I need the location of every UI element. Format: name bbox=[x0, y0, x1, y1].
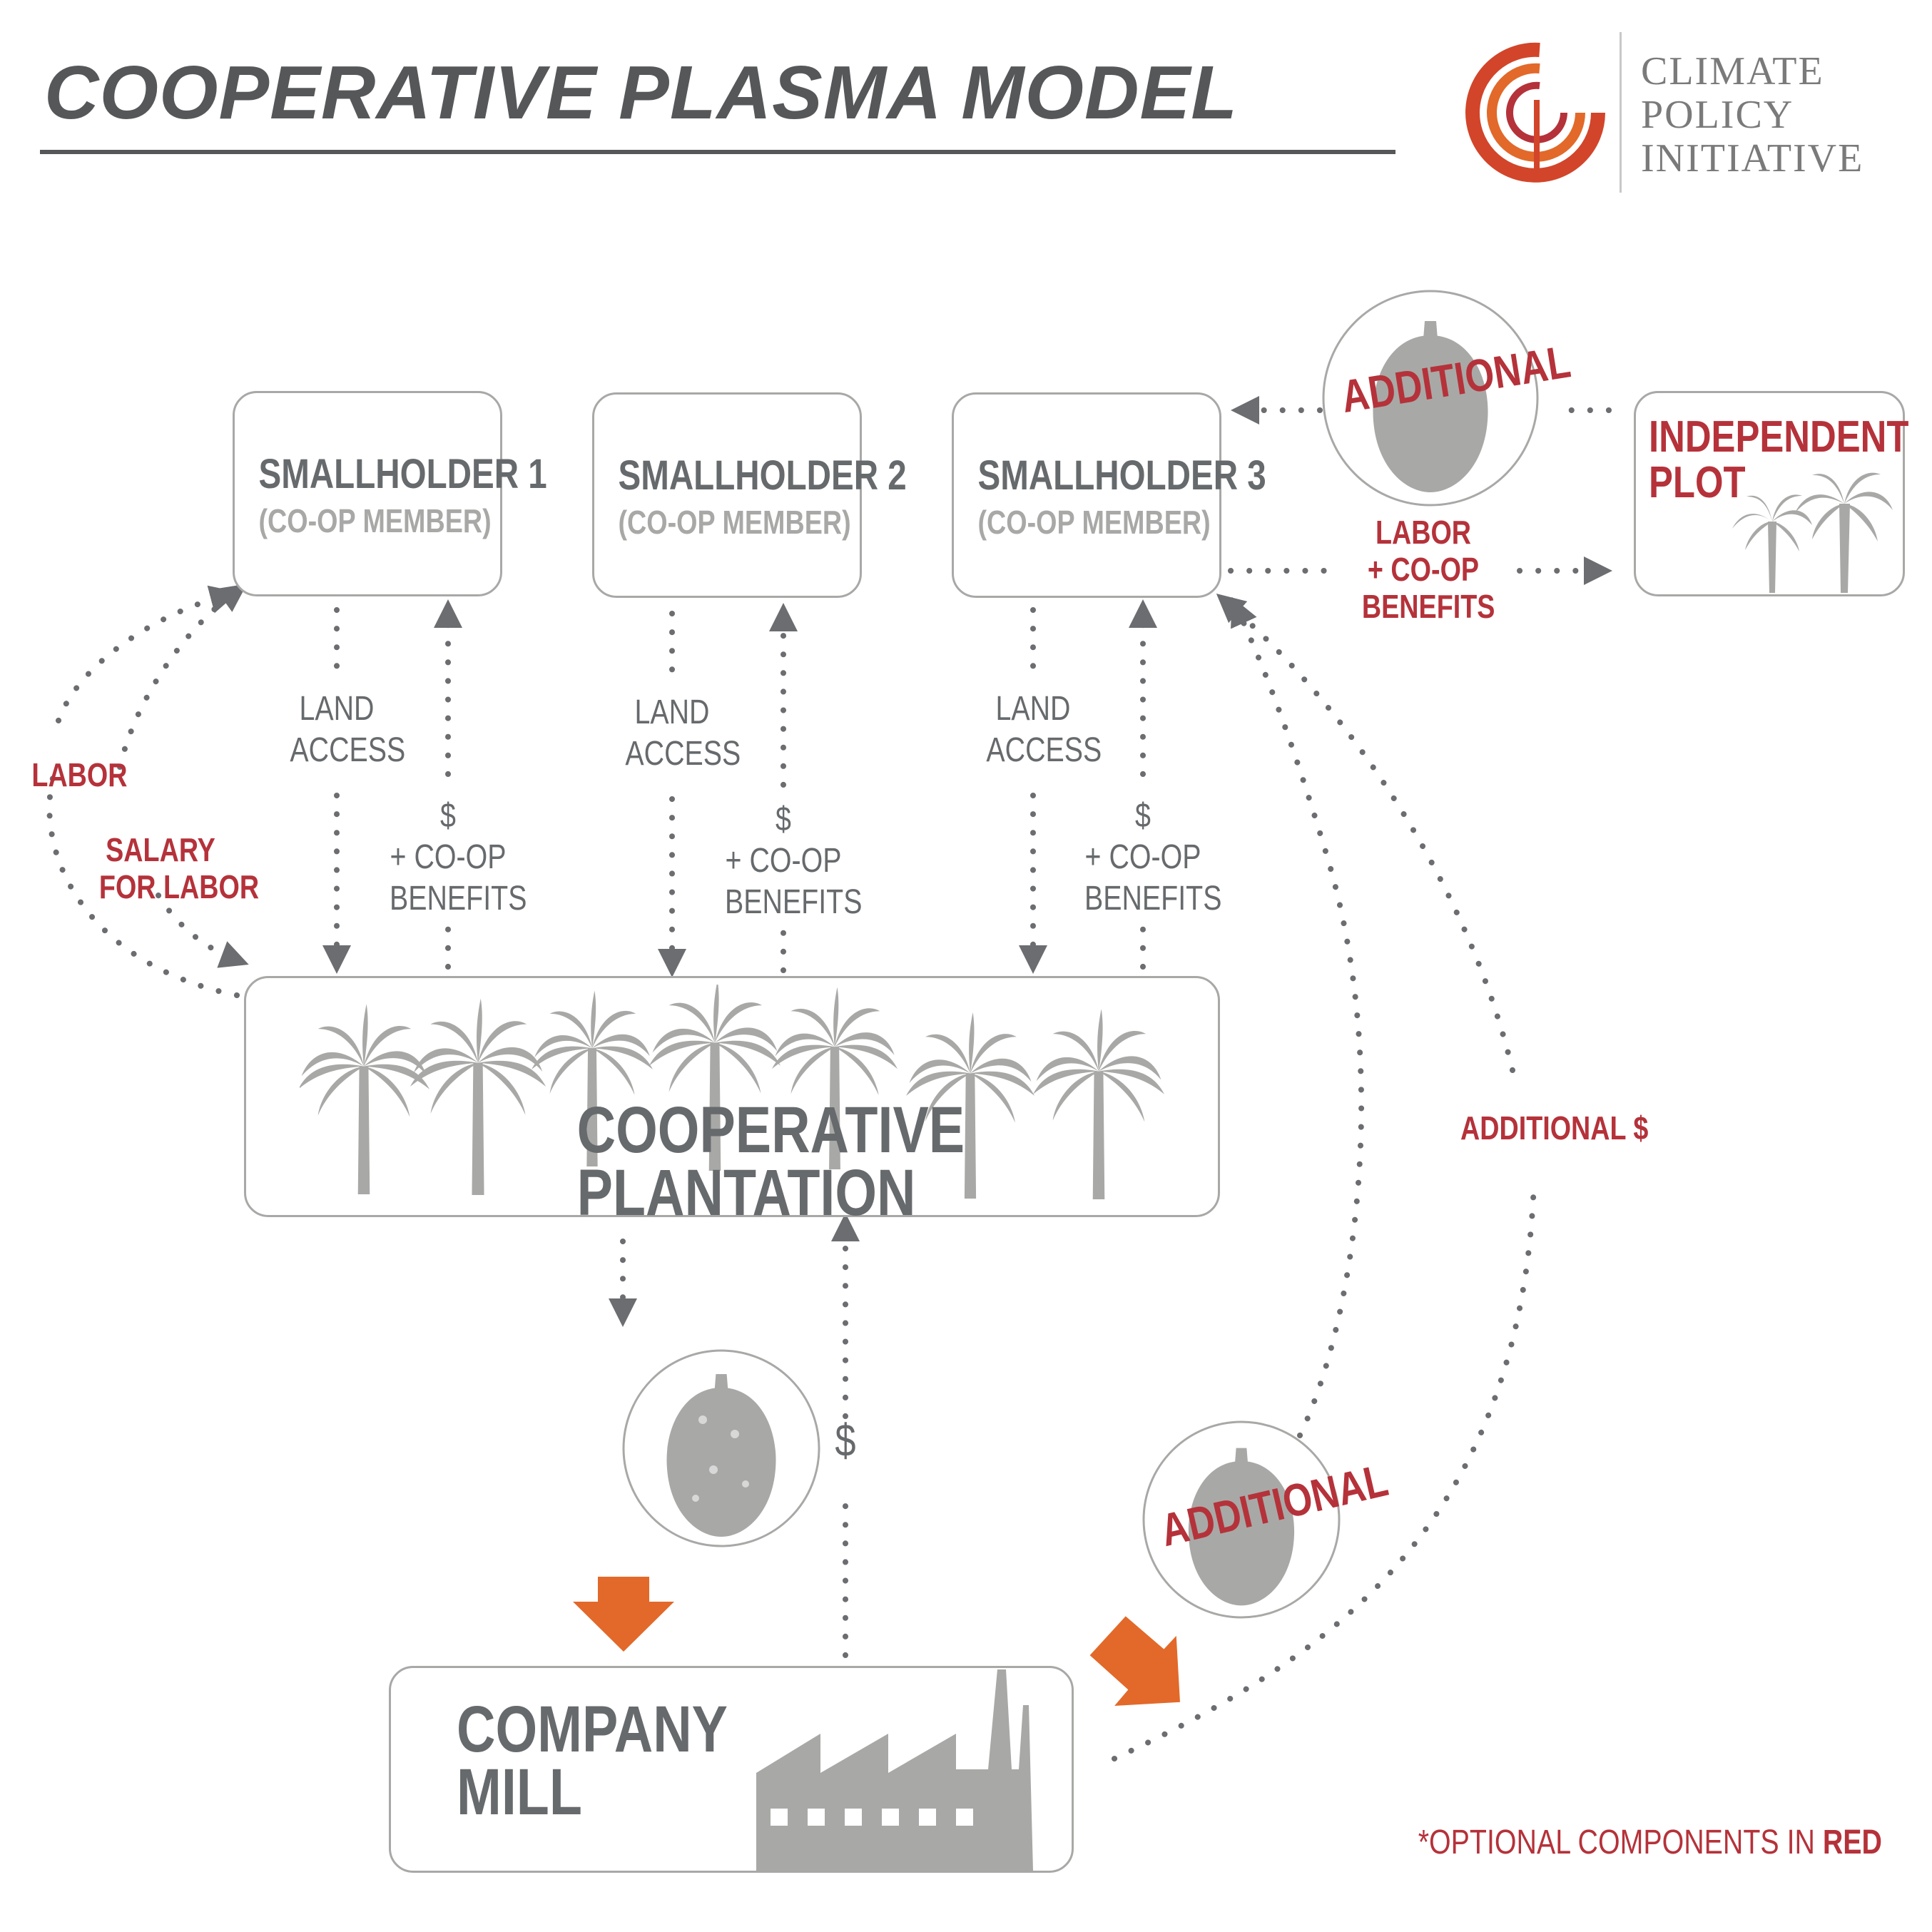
salary-curve-bottom bbox=[156, 893, 249, 968]
footnote-emphasis: RED bbox=[1822, 1824, 1882, 1861]
page-title: COOPERATIVE PLASMA MODEL bbox=[44, 51, 1238, 135]
benefits-label-2-dollar: $ bbox=[776, 800, 791, 838]
independent-plot-line-1: INDEPENDENT bbox=[1649, 412, 1909, 462]
company-mill-label: COMPANY MILL bbox=[457, 1693, 728, 1829]
labor-benefits-line-1: LABOR bbox=[1375, 514, 1472, 551]
labor-benefits-line-2: + CO-OP bbox=[1367, 551, 1480, 588]
benefits-label-2: $ + CO-OP BENEFITS bbox=[725, 799, 863, 923]
additional-to-mill-orange-arrow bbox=[1089, 1616, 1180, 1707]
land-access-label-2-line-1: LAND bbox=[634, 693, 710, 731]
benefits-label-2-line-1: + CO-OP bbox=[725, 842, 842, 880]
independent-plot-box: INDEPENDENT PLOT bbox=[1634, 391, 1908, 596]
land-access-label-3-line-1: LAND bbox=[995, 690, 1071, 728]
smallholder-1-role: (CO-OP MEMBER) bbox=[258, 502, 492, 539]
mill-line-2: MILL bbox=[457, 1756, 582, 1829]
salary-label-line-1: SALARY bbox=[106, 831, 215, 868]
labor-benefits-line-3: BENEFITS bbox=[1361, 588, 1495, 625]
benefits-label-3-line-2: BENEFITS bbox=[1084, 880, 1222, 917]
mill-line-1: COMPANY bbox=[457, 1693, 728, 1766]
benefits-label-3: $ + CO-OP BENEFITS bbox=[1084, 795, 1222, 920]
fruit-to-mill-orange-arrow bbox=[573, 1577, 674, 1652]
logo-divider bbox=[1620, 32, 1622, 193]
palm-trees-icon bbox=[1732, 472, 1893, 593]
land-access-label-1-line-1: LAND bbox=[299, 690, 375, 728]
labor-label: LABOR bbox=[31, 756, 128, 793]
title-underline bbox=[40, 150, 1395, 154]
independent-plot-label: INDEPENDENT PLOT bbox=[1649, 415, 1908, 506]
labor-benefits-label: LABOR + CO-OP BENEFITS bbox=[1361, 514, 1495, 625]
plantation-line-2: PLANTATION bbox=[576, 1156, 916, 1229]
benefits-label-1: $ + CO-OP BENEFITS bbox=[390, 795, 527, 920]
benefits-label-1-dollar: $ bbox=[440, 797, 456, 835]
smallholder-3-role: (CO-OP MEMBER) bbox=[977, 504, 1211, 541]
benefits-label-1-line-1: + CO-OP bbox=[390, 838, 507, 876]
smallholder-3-box: SMALLHOLDER 3 (CO-OP MEMBER) bbox=[952, 392, 1266, 598]
smallholder-2-role: (CO-OP MEMBER) bbox=[618, 504, 851, 541]
labor-curve-bottom bbox=[46, 761, 240, 998]
salary-curve-top bbox=[117, 584, 248, 770]
footnote-prefix: *OPTIONAL COMPONENTS IN bbox=[1418, 1824, 1823, 1861]
mill-money-label: $ bbox=[835, 1415, 856, 1466]
independent-plot-line-2: PLOT bbox=[1649, 458, 1746, 507]
labor-curve-top bbox=[56, 585, 239, 723]
additional-fruit-curve bbox=[1231, 596, 1365, 1438]
smallholder-2-box: SMALLHOLDER 2 (CO-OP MEMBER) bbox=[592, 392, 907, 598]
benefits-label-2-line-2: BENEFITS bbox=[725, 883, 863, 921]
climate-policy-initiative-logo-icon bbox=[1465, 42, 1605, 183]
benefits-label-3-dollar: $ bbox=[1135, 797, 1151, 835]
factory-icon bbox=[756, 1669, 1033, 1871]
logo-line-1: CLIMATE bbox=[1641, 49, 1824, 93]
benefits-label-3-line-1: + CO-OP bbox=[1084, 838, 1201, 876]
logo-wordmark: CLIMATE POLICY INITIATIVE bbox=[1641, 50, 1864, 181]
logo-line-3: INITIATIVE bbox=[1641, 136, 1864, 181]
additional-money-curve-bottom bbox=[1112, 1181, 1537, 1761]
optional-components-footnote: *OPTIONAL COMPONENTS IN RED bbox=[1418, 1823, 1882, 1862]
smallholder-1-box: SMALLHOLDER 1 (CO-OP MEMBER) bbox=[233, 391, 547, 596]
logo-line-2: POLICY bbox=[1641, 93, 1794, 137]
additional-money-label: ADDITIONAL $ bbox=[1460, 1109, 1649, 1147]
benefits-label-1-line-2: BENEFITS bbox=[390, 880, 527, 917]
